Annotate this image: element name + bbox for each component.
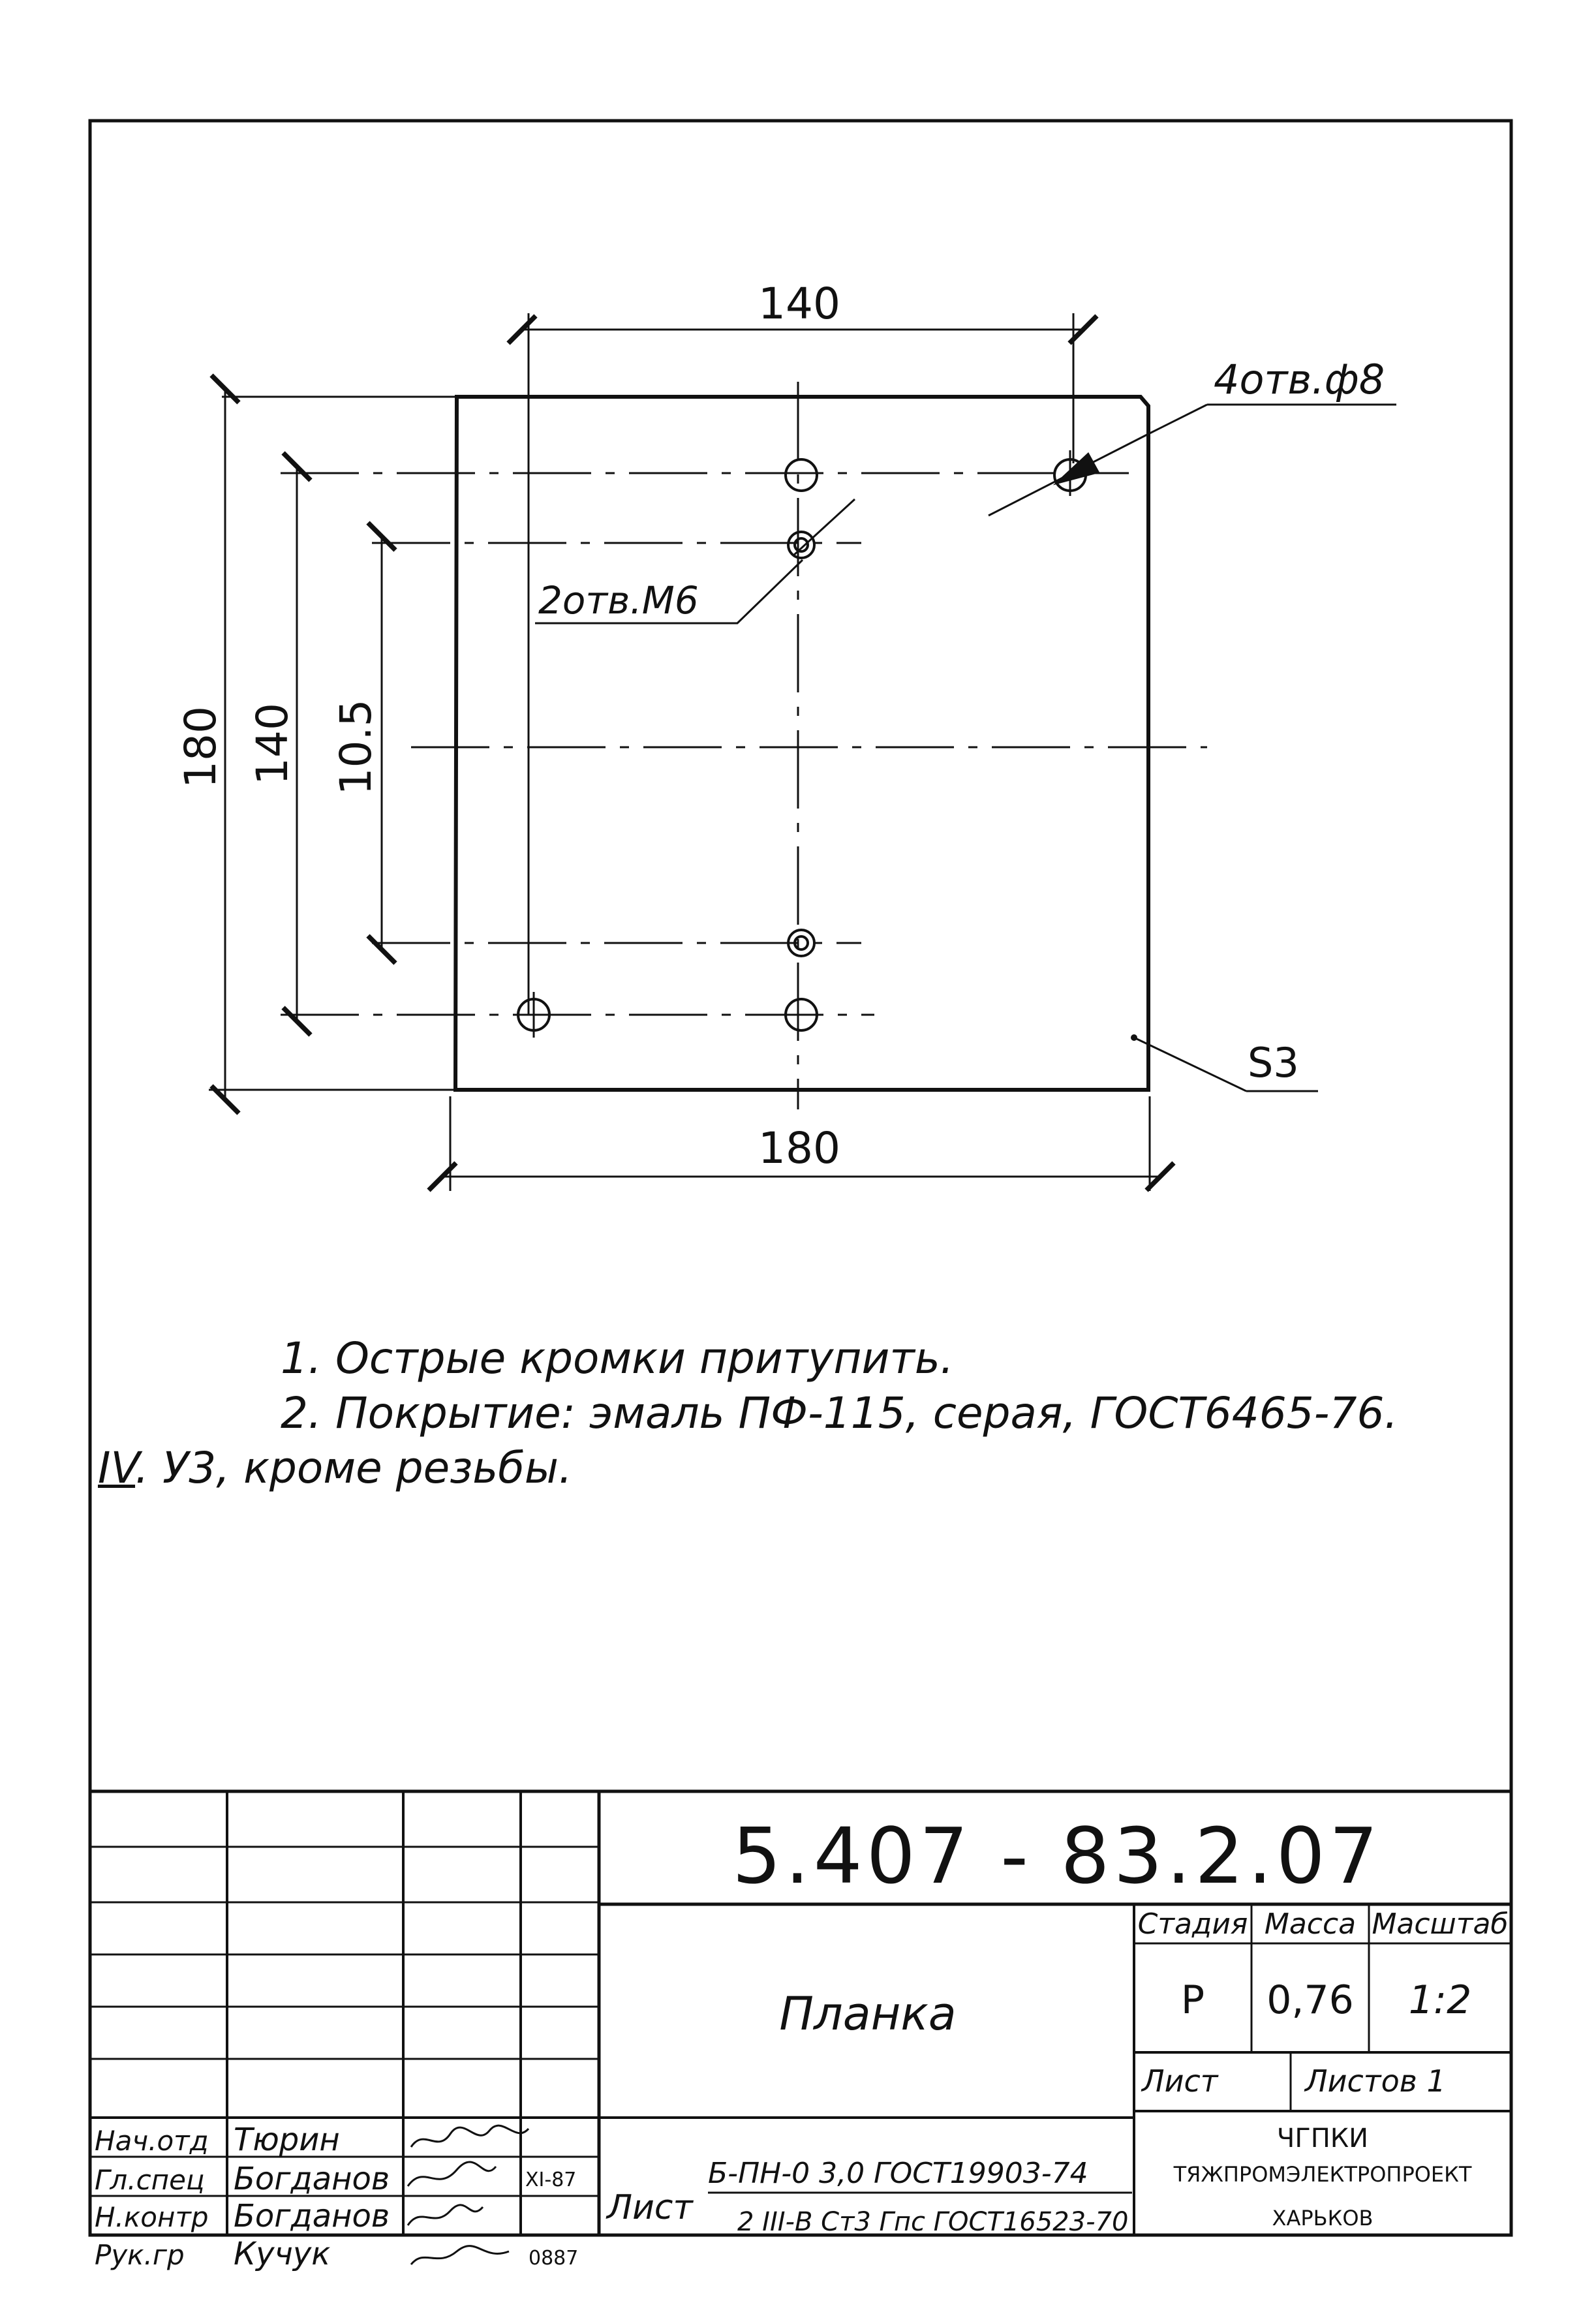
sign-date: 0887 (529, 2247, 578, 2270)
header-stage: Стадия (1138, 1907, 1248, 1941)
note-1: 1. Острые кромки притупить. (281, 1333, 954, 1383)
hole-d8 (784, 458, 818, 492)
callout-large-holes: 4отв.ф8 (1214, 356, 1385, 403)
scale-value: 1:2 (1409, 1977, 1472, 2023)
leader-lines (535, 403, 1396, 1092)
sign-role: Нач.отд (95, 2125, 209, 2157)
callout-threaded-holes: 2отв.М6 (538, 578, 699, 623)
sheet-frame (88, 119, 1513, 2237)
extension-lines (209, 313, 1151, 1191)
title-block (90, 1789, 1511, 2235)
dimension-lines (209, 314, 1176, 1192)
sign-role: Гл.спец (95, 2164, 205, 2196)
org-line-2: ТЯЖПРОМЭЛЕКТРОПРОЕКТ (1173, 2162, 1472, 2187)
note-2: 2. Покрытие: эмаль ПФ-115, серая, ГОСТ64… (281, 1388, 1398, 1438)
dim-left-140: 140 (247, 703, 298, 785)
stage-value: Р (1181, 1977, 1205, 2023)
header-mass: Масса (1265, 1907, 1356, 1941)
org-line-3: ХАРЬКОВ (1272, 2206, 1373, 2231)
dim-top-140: 140 (758, 279, 840, 329)
material-line-1: Б-ПН-0 3,0 ГОСТ19903-74 (708, 2157, 1088, 2190)
signature-scribbles (407, 2124, 530, 2265)
part-plate (453, 395, 1150, 1092)
note-3: IV. У3, кроме резьбы. (98, 1441, 1501, 1496)
hole-d8 (784, 998, 818, 1032)
part-name: Планка (779, 1987, 956, 2041)
document-number: 5.407 - 83.2.07 (732, 1811, 1382, 1901)
center-lines (281, 382, 1207, 1109)
material-line-2: 2 III-В Ст3 Гпс ГОСТ16523-70 (737, 2207, 1128, 2237)
dim-left-180: 180 (176, 706, 226, 788)
callout-texts: 4отв.ф8 2отв.М6 S3 (538, 356, 1385, 1087)
dimension-texts: 140 180 180 140 10.5 (176, 279, 840, 1173)
dim-left-105: 10.5 (331, 700, 381, 795)
header-scale: Масштаб (1372, 1907, 1508, 1941)
thread-hole-m6 (787, 929, 816, 957)
dim-bottom-180: 180 (758, 1123, 840, 1173)
title-block-texts: 5.407 - 83.2.07 Планка Стадия Масса Масш… (95, 1811, 1509, 2272)
sheets-label: Листов 1 (1304, 2063, 1446, 2099)
sign-name: Тюрин (234, 2122, 340, 2158)
sign-name: Богданов (234, 2198, 390, 2234)
sign-name: Кучук (234, 2236, 330, 2272)
holes (517, 458, 1087, 1032)
technical-notes: 1. Острые кромки притупить. 2. Покрытие:… (98, 1331, 1501, 1496)
thread-hole-m6 (787, 531, 816, 559)
callout-thickness: S3 (1248, 1039, 1299, 1087)
note-3-text: . У3, кроме резьбы. (135, 1443, 572, 1493)
mass-value: 0,76 (1266, 1977, 1354, 2023)
sheet-label: Лист (1141, 2063, 1219, 2099)
sign-role: Рук.гр (95, 2239, 185, 2271)
note-3-roman: IV (98, 1443, 136, 1493)
sign-name: Богданов (234, 2161, 390, 2197)
sign-role: Н.контр (95, 2201, 209, 2233)
material-prefix: Лист (606, 2188, 694, 2227)
org-line-1: ЧГПКИ (1277, 2123, 1368, 2154)
sign-date: XI-87 (525, 2169, 576, 2191)
hole-d8 (517, 998, 551, 1032)
